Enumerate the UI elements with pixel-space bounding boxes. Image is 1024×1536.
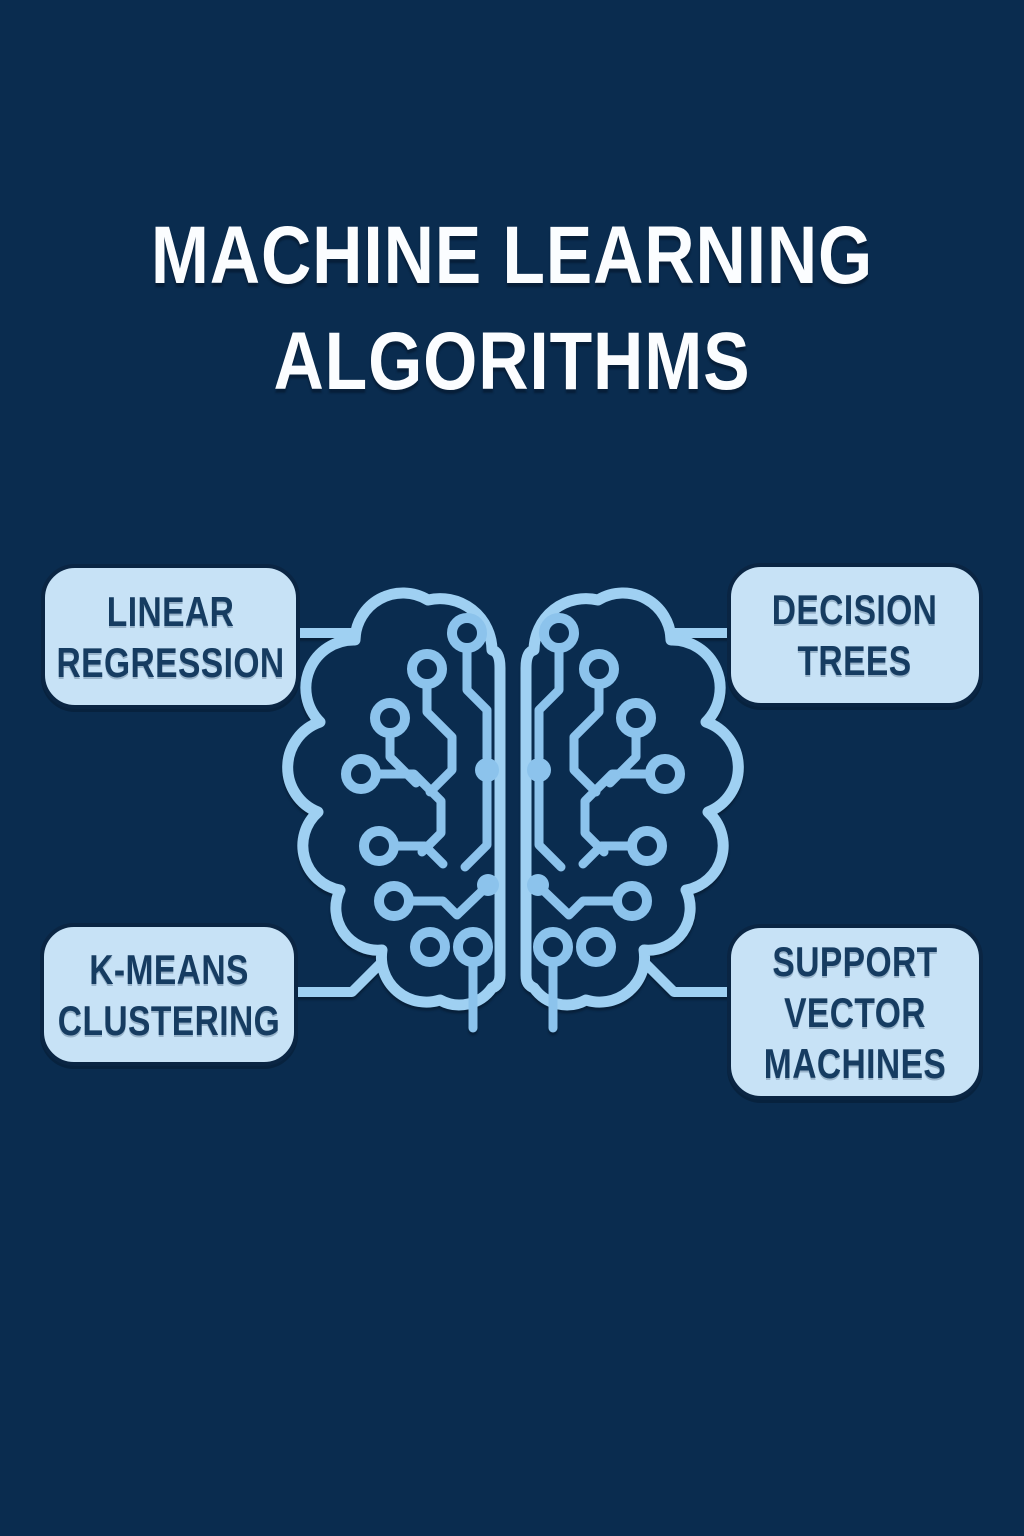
circuit-traces-left <box>372 645 492 1033</box>
circuit-node <box>410 927 450 967</box>
algorithm-label: K-MEANS CLUSTERING <box>57 945 281 1044</box>
circuit-trace <box>460 776 492 872</box>
circuit-node <box>370 698 410 738</box>
circuit-trace <box>578 841 636 869</box>
circuit-pads <box>475 758 551 896</box>
circuit-trace <box>580 769 654 857</box>
circuit-node <box>407 649 447 689</box>
circuit-node <box>579 649 619 689</box>
algorithm-box-k-means-clustering: K-MEANS CLUSTERING <box>40 923 298 1066</box>
circuit-trace <box>372 769 446 857</box>
circuit-node <box>612 881 652 921</box>
circuit-node <box>616 698 656 738</box>
circuit-node <box>447 613 487 653</box>
circuit-nodes-left <box>341 613 493 967</box>
circuit-node <box>341 754 381 794</box>
circuit-nodes-right <box>533 613 685 967</box>
circuit-pad <box>477 874 499 896</box>
algorithm-box-decision-trees: DECISION TREES <box>727 563 983 707</box>
circuit-trace <box>534 645 564 763</box>
circuit-pad <box>527 758 551 782</box>
circuit-node <box>539 613 579 653</box>
circuit-traces-right <box>534 645 654 1033</box>
circuit-trace <box>462 645 492 763</box>
circuit-pad <box>527 874 549 896</box>
algorithm-label: SUPPORT VECTOR MACHINES <box>763 937 947 1087</box>
algorithm-box-linear-regression: LINEAR REGRESSION <box>41 564 300 709</box>
circuit-node <box>576 927 616 967</box>
algorithm-label: LINEAR REGRESSION <box>56 587 285 686</box>
circuit-pad <box>475 758 499 782</box>
circuit-trace <box>539 886 621 920</box>
circuit-node <box>374 881 414 921</box>
circuit-node <box>453 927 493 967</box>
poster-title: MACHINE LEARNING ALGORITHMS <box>150 210 874 407</box>
circuit-node <box>533 927 573 967</box>
brain-hemispheres <box>282 587 744 1011</box>
circuit-trace <box>422 681 457 797</box>
circuit-trace <box>405 886 487 920</box>
circuit-trace <box>390 841 448 869</box>
circuit-trace <box>534 776 566 872</box>
circuit-trace <box>569 681 604 797</box>
circuit-node <box>627 826 667 866</box>
algorithm-label: DECISION TREES <box>772 586 938 684</box>
circuit-node <box>645 754 685 794</box>
algorithm-box-support-vector-machines: SUPPORT VECTOR MACHINES <box>727 924 983 1100</box>
circuit-node <box>359 826 399 866</box>
